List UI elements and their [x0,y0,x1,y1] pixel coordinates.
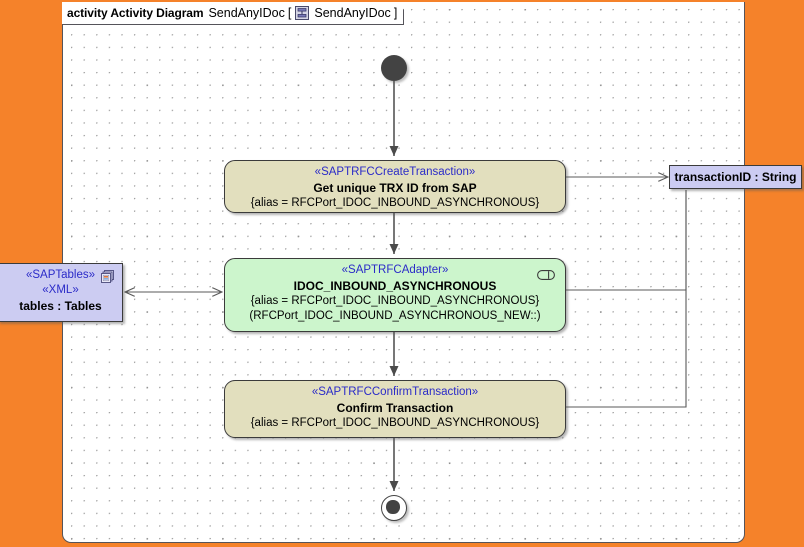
tables-label: tables : Tables [19,299,102,313]
action2-stereotype: «SAPTRFCAdapter» [341,264,449,276]
action3-stereotype: «SAPTRFCConfirmTransaction» [311,386,479,398]
activity-diagram-icon [295,6,309,20]
action1-tag-alias: {alias = RFCPort_IDOC_INBOUND_ASYNCHRONO… [250,197,540,209]
frame-bracket-open: [ [287,6,292,20]
activity-final-node[interactable] [381,495,407,521]
frame-name: SendAnyIDoc [208,6,285,20]
object-node-transaction-id[interactable]: transactionID : String [669,165,802,189]
action-node-get-unique-trx-id[interactable]: «SAPTRFCCreateTransaction» Get unique TR… [224,160,566,213]
object-node-tables[interactable]: «SAPTables» «XML» tables : Tables [0,263,123,322]
transaction-id-label: transactionID : String [674,170,797,184]
tables-stereotype-saptables: «SAPTables» [25,269,96,281]
initial-node[interactable] [381,55,407,81]
action1-stereotype: «SAPTRFCCreateTransaction» [314,166,476,178]
action2-name: IDOC_INBOUND_ASYNCHRONOUS [293,279,497,293]
action1-name: Get unique TRX ID from SAP [313,181,477,195]
behavior-rake-icon [537,267,555,280]
activity-frame [62,2,745,543]
frame-target-name: SendAnyIDoc [314,6,391,20]
action2-tag-package: (RFCPort_IDOC_INBOUND_ASYNCHRONOUS_NEW::… [249,310,541,322]
frame-header-tab[interactable]: activity Activity Diagram SendAnyIDoc [ … [62,2,404,25]
tables-stereotype-xml: «XML» [42,284,79,296]
action2-tag-alias: {alias = RFCPort_IDOC_INBOUND_ASYNCHRONO… [250,295,540,307]
action-node-confirm-transaction[interactable]: «SAPTRFCConfirmTransaction» Confirm Tran… [224,380,566,438]
action3-tag-alias: {alias = RFCPort_IDOC_INBOUND_ASYNCHRONO… [250,417,540,429]
multiplicity-stack-icon [101,270,115,284]
frame-keyword: activity Activity Diagram [67,6,204,20]
frame-bracket-close: ] [393,6,398,20]
action3-name: Confirm Transaction [336,401,454,415]
action-node-idoc-inbound-asynchronous[interactable]: «SAPTRFCAdapter» IDOC_INBOUND_ASYNCHRONO… [224,258,566,332]
